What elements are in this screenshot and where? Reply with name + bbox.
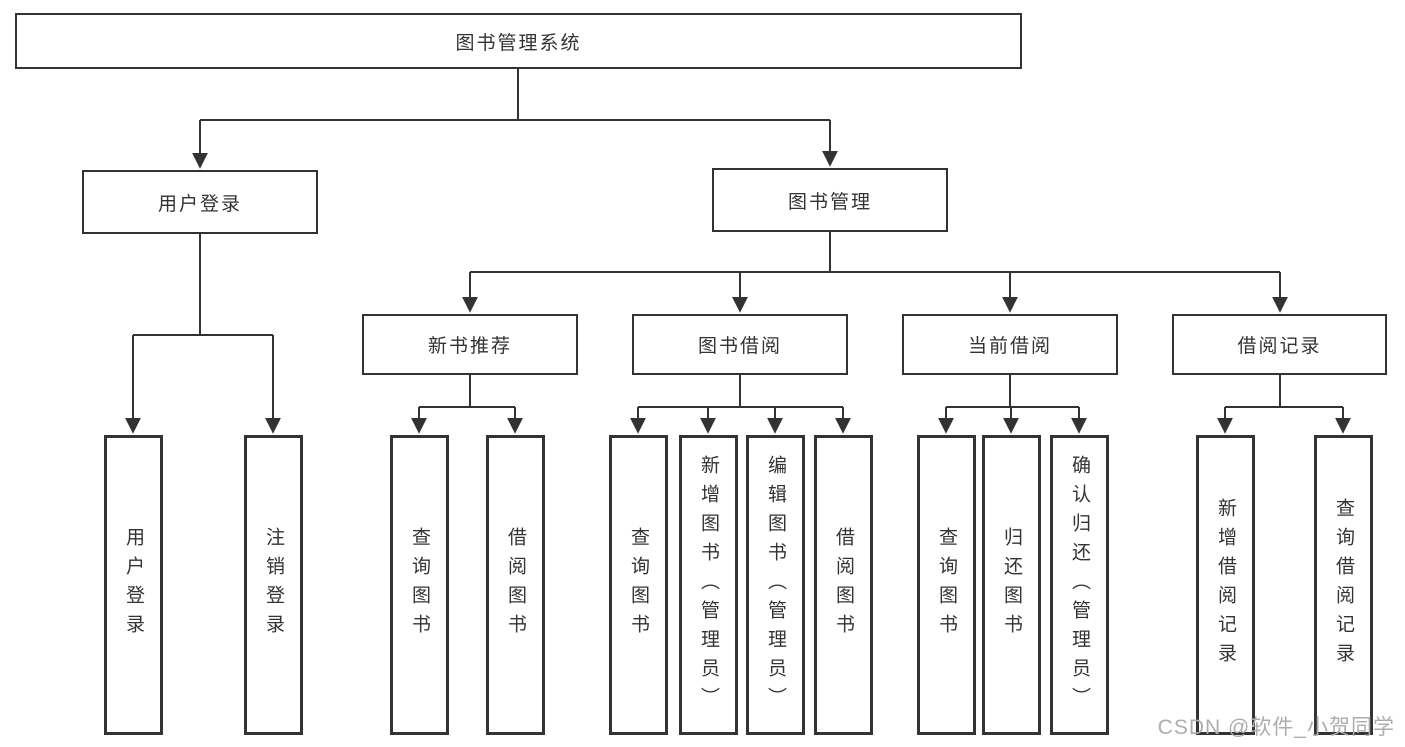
leaf-borrow-books-2-label: 借阅图书: [833, 527, 854, 643]
node-borrow-records: 借阅记录: [1172, 314, 1387, 375]
leaf-return-book: 归还图书: [982, 435, 1041, 735]
leaf-add-borrow-record-label: 新增借阅记录: [1215, 498, 1236, 672]
leaf-borrow-books-1-label: 借阅图书: [505, 527, 526, 643]
leaf-edit-book-admin: 编辑图书（管理员）: [746, 435, 805, 735]
leaf-edit-book-admin-label: 编辑图书（管理员）: [765, 454, 786, 716]
leaf-query-borrow-record: 查询借阅记录: [1314, 435, 1373, 735]
leaf-query-books-2: 查询图书: [609, 435, 668, 735]
leaf-query-books-1: 查询图书: [390, 435, 449, 735]
leaf-borrow-books-2: 借阅图书: [814, 435, 873, 735]
leaf-confirm-return-admin-label: 确认归还（管理员）: [1069, 454, 1090, 716]
leaf-confirm-return-admin: 确认归还（管理员）: [1050, 435, 1109, 735]
node-book-management: 图书管理: [712, 168, 948, 232]
leaf-query-books-3-label: 查询图书: [936, 527, 957, 643]
node-user-login: 用户登录: [82, 170, 318, 234]
leaf-add-borrow-record: 新增借阅记录: [1196, 435, 1255, 735]
node-current-borrow: 当前借阅: [902, 314, 1118, 375]
leaf-borrow-books-1: 借阅图书: [486, 435, 545, 735]
leaf-logout: 注销登录: [244, 435, 303, 735]
node-root: 图书管理系统: [15, 13, 1022, 69]
leaf-query-books-1-label: 查询图书: [409, 527, 430, 643]
leaf-user-login: 用户登录: [104, 435, 163, 735]
leaf-user-login-label: 用户登录: [123, 527, 144, 643]
csdn-watermark: CSDN @软件_小贺同学: [1157, 716, 1395, 739]
node-new-book-recommend: 新书推荐: [362, 314, 578, 375]
leaf-query-borrow-record-label: 查询借阅记录: [1333, 498, 1354, 672]
leaf-add-book-admin: 新增图书（管理员）: [679, 435, 738, 735]
leaf-add-book-admin-label: 新增图书（管理员）: [698, 454, 719, 716]
node-book-borrow: 图书借阅: [632, 314, 848, 375]
leaf-logout-label: 注销登录: [263, 527, 284, 643]
leaf-return-book-label: 归还图书: [1001, 527, 1022, 643]
leaf-query-books-3: 查询图书: [917, 435, 976, 735]
leaf-query-books-2-label: 查询图书: [628, 527, 649, 643]
